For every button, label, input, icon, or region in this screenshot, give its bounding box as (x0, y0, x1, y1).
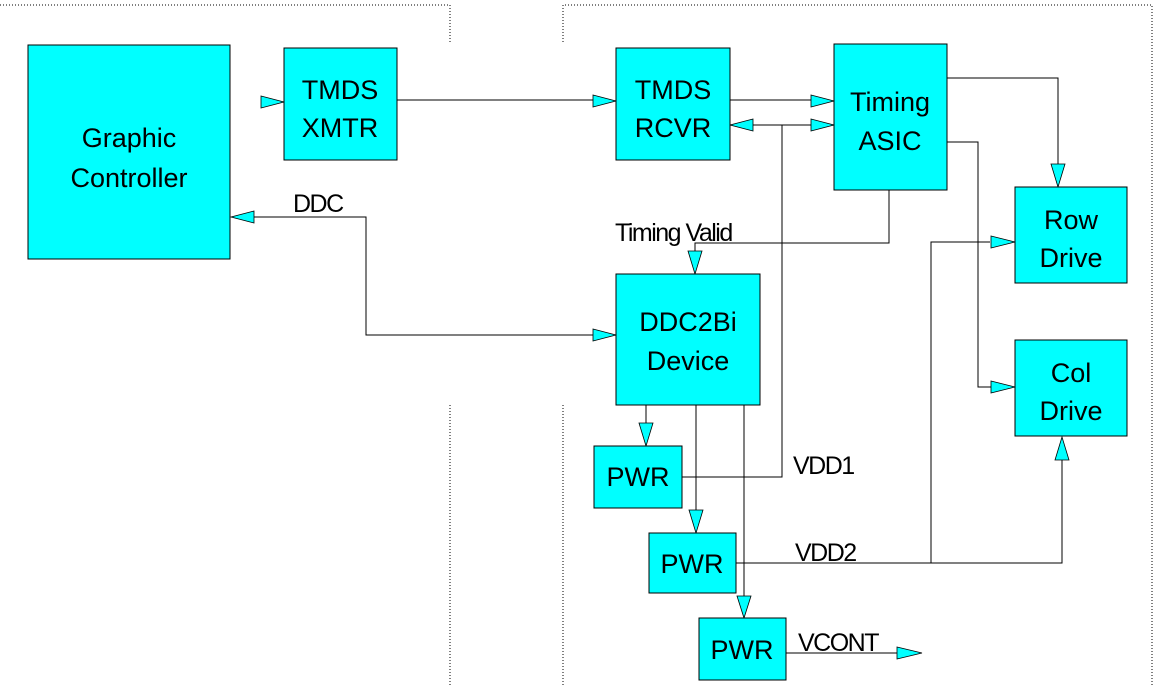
arrow-into-ddc2bi-top (687, 250, 703, 276)
wire-timing-valid (694, 190, 890, 255)
arrow-into-ddc2bi-left (592, 328, 618, 342)
arrow-into-row-drive-left (990, 235, 1016, 249)
arrow-into-col-drive-bottom (1054, 435, 1070, 461)
arrow-vcont-out (896, 646, 923, 660)
host-boundary-frame (0, 4, 451, 687)
row-drive-label-line1: Row (1044, 205, 1099, 235)
tmds-xmtr-block: TMDS XMTR (283, 47, 398, 161)
tmds-xmtr-label-line1: TMDS (302, 75, 379, 105)
arrow-into-xmtr (260, 95, 286, 109)
arrow-into-rcvr-return (728, 118, 754, 132)
arrow-into-graphic-controller (229, 210, 255, 224)
wire-asic-to-row-drive (947, 77, 1059, 168)
graphic-controller-block: Graphic Controller (27, 44, 231, 260)
col-drive-label-line2: Drive (1039, 396, 1102, 426)
arrow-into-col-drive-left (990, 380, 1016, 394)
timing-asic-label-line2: ASIC (858, 126, 921, 156)
graphic-controller-label-line2: Controller (70, 163, 187, 193)
vdd2-label: VDD2 (795, 539, 856, 567)
monitor-boundary-frame (562, 4, 1153, 687)
row-drive-label-line2: Drive (1039, 243, 1102, 273)
ddc2bi-device-label-line2: Device (647, 346, 730, 376)
arrow-into-pwr2 (688, 509, 704, 535)
arrow-into-pwr3 (736, 595, 752, 620)
pwr-block-2-label: PWR (661, 549, 724, 579)
pwr-block-3-label: PWR (711, 635, 774, 665)
wire-vdd1-rail (682, 125, 783, 478)
vdd1-label: VDD1 (793, 452, 854, 480)
tmds-rcvr-label-line2: RCVR (635, 113, 712, 143)
vcont-label: VCONT (798, 629, 879, 657)
wire-vdd2-to-row-drive (930, 241, 990, 563)
wire-ddc-bus (250, 216, 598, 336)
ddc2bi-device-block: DDC2Bi Device (615, 273, 761, 406)
pwr-block-1: PWR (593, 445, 683, 509)
tmds-xmtr-label-line2: XMTR (302, 113, 379, 143)
col-drive-label-line1: Col (1051, 358, 1092, 388)
ddc-label: DDC (293, 190, 344, 218)
wire-asic-to-col-drive (947, 141, 995, 388)
timing-valid-label: Timing Valid (615, 219, 732, 247)
pwr-block-3: PWR (698, 617, 787, 681)
pwr-block-1-label: PWR (607, 462, 670, 492)
tmds-rcvr-block: TMDS RCVR (615, 47, 731, 161)
ddc2bi-device-label-line1: DDC2Bi (639, 307, 737, 337)
row-drive-block: Row Drive (1014, 186, 1128, 284)
wire-vdd2-rail (736, 460, 1063, 564)
timing-asic-label-line1: Timing (850, 87, 930, 117)
arrow-into-rcvr (592, 94, 618, 108)
arrow-into-pwr1 (638, 422, 654, 448)
col-drive-block: Col Drive (1014, 339, 1128, 437)
pwr-block-2: PWR (648, 532, 737, 594)
arrow-into-asic-bottom (810, 118, 836, 132)
arrow-into-asic-top (810, 94, 836, 108)
graphic-controller-label-line1: Graphic (82, 123, 177, 153)
tmds-rcvr-label-line1: TMDS (635, 75, 712, 105)
arrow-into-row-drive-top (1050, 163, 1066, 189)
timing-asic-block: Timing ASIC (833, 43, 948, 191)
